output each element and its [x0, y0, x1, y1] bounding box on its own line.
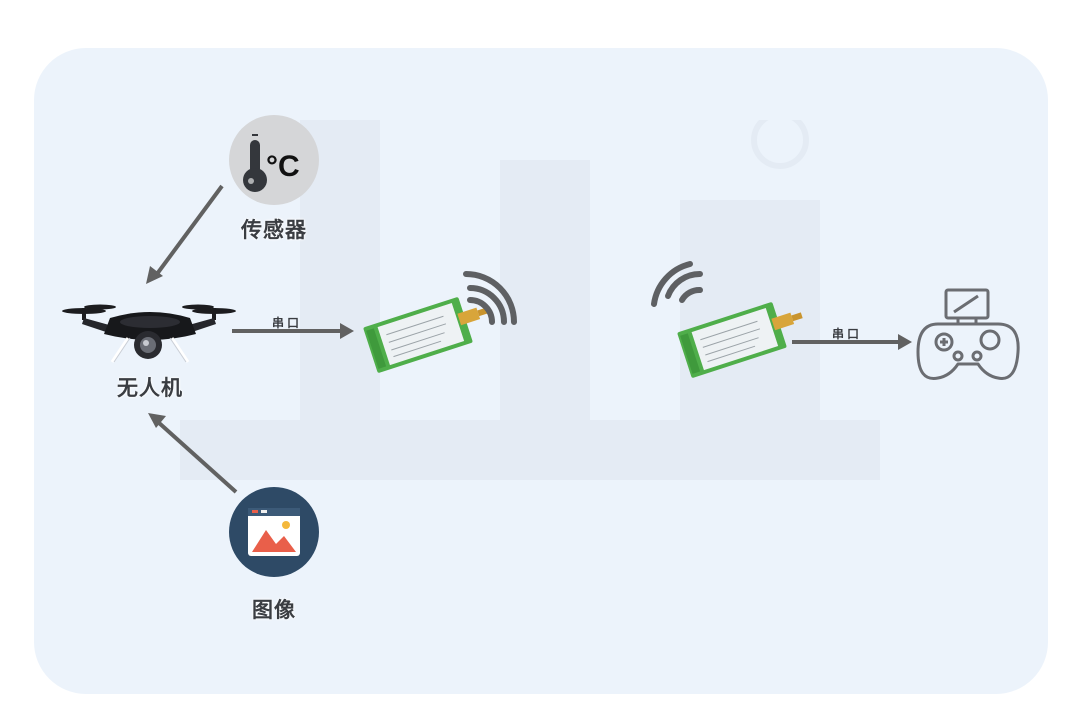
drone-label: 无人机 [117, 376, 183, 400]
watermark-logo [180, 120, 880, 480]
arrow-image-to-drone [148, 413, 238, 494]
arrow-sensor-to-drone [146, 184, 224, 284]
arrow-drone-to-module [232, 323, 354, 339]
edge-label-drone-to-module: 串口 [272, 316, 303, 330]
celsius-symbol: °C [266, 150, 300, 183]
gamepad-icon [916, 288, 1020, 380]
edge-label-module-to-controller: 串口 [832, 327, 863, 341]
drone-icon [62, 304, 236, 363]
wireless-module-rx [651, 261, 803, 378]
sensor-label: 传感器 [241, 218, 307, 242]
image-label: 图像 [252, 598, 296, 622]
arrow-module-to-controller [792, 334, 912, 350]
thermometer-celsius-icon: °C [229, 115, 319, 205]
diagram-panel [34, 48, 1048, 694]
wireless-module-tx [363, 271, 517, 373]
image-icon [229, 487, 319, 577]
